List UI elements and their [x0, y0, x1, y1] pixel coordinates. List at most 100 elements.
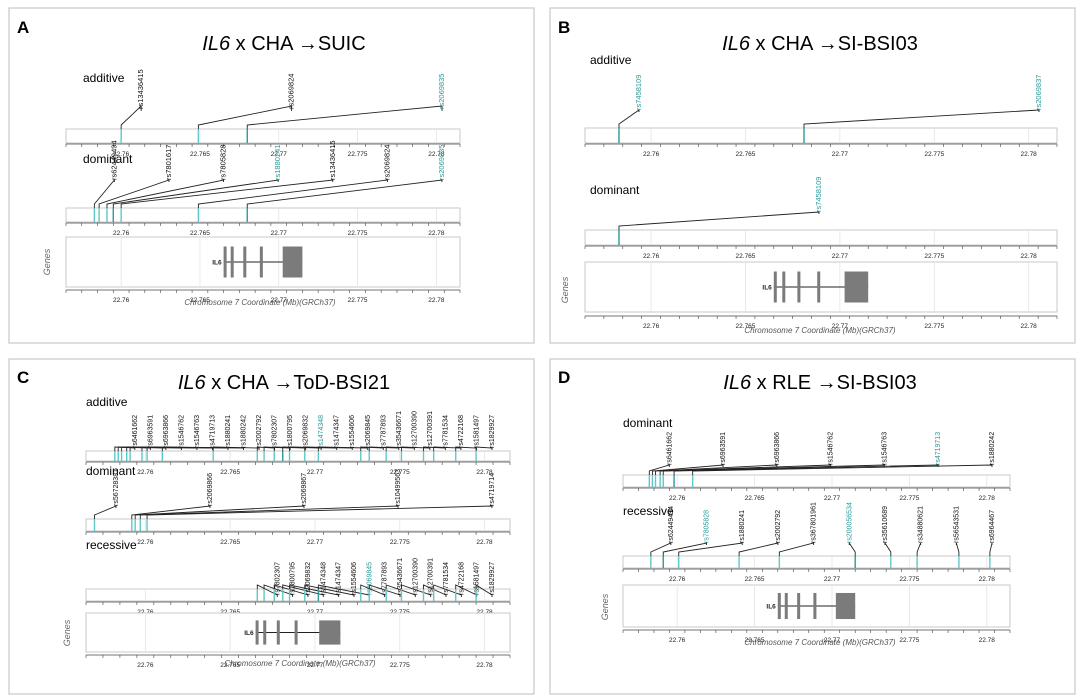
gene-exon [773, 271, 777, 303]
snp-connector [401, 584, 432, 597]
snp-label: rs1829927 [489, 415, 496, 448]
genes-tick-label: 22.78 [979, 637, 996, 644]
snp-label: rs1474348 [320, 562, 327, 595]
snp-label: rs1880242 [241, 415, 248, 448]
tick-label: 22.765 [220, 539, 240, 546]
panel-title: IL6 x CHA →SUIC [202, 33, 365, 55]
snp-label: rs1474347 [334, 415, 341, 448]
snp-connector [98, 179, 170, 208]
snp-label: rs6963866 [163, 415, 170, 448]
snp-connector [618, 211, 820, 230]
snp-label: rs6964467 [989, 510, 996, 543]
snp-label: rs4719713 [935, 432, 942, 465]
x-axis-label: Chromosome 7 Coordinate (Mb)(GRCh37) [744, 638, 896, 647]
gene-exon [844, 271, 869, 303]
title-rest: x CHA →ToD-BSI21 [206, 372, 391, 394]
snp-label: rs1474347 [336, 562, 343, 595]
snp-connector [778, 542, 815, 556]
genes-axis-label: Genes [42, 248, 52, 275]
genes-tick-label: 22.77 [271, 297, 288, 304]
tick-label: 22.765 [745, 495, 765, 502]
snp-label: rs7458109 [814, 177, 823, 212]
snp-connector [112, 179, 279, 208]
tick-label: 22.775 [899, 576, 919, 583]
snp-label: rs1474348 [318, 415, 325, 448]
snp-label: rs62449494 [668, 506, 675, 543]
tick-label: 22.78 [979, 576, 996, 583]
snp-connector [197, 105, 293, 129]
gene-exon [797, 592, 801, 620]
snp-label: rs10499563 [395, 469, 402, 506]
snp-label: rs2069824 [382, 145, 391, 180]
tick-label: 22.775 [390, 469, 410, 476]
tick-label: 22.765 [736, 151, 756, 158]
tick-label: 22.77 [824, 495, 841, 502]
snp-connector [738, 542, 779, 556]
panel-letter: B [558, 18, 570, 37]
panel-title: IL6 x CHA →ToD-BSI21 [178, 372, 390, 394]
snp-label: rs2069845 [365, 415, 372, 448]
title-gene: IL6 [722, 33, 751, 55]
tick-label: 22.77 [307, 469, 324, 476]
tick-label: 22.775 [924, 151, 944, 158]
snp-label: rs1829927 [489, 562, 496, 595]
tick-label: 22.76 [137, 609, 154, 616]
snp-connector [433, 584, 462, 597]
snp-connector [650, 542, 672, 556]
tick-label: 22.765 [736, 253, 756, 260]
snp-connector [246, 179, 443, 208]
title-rest: x RLE →SI-BSI03 [751, 372, 917, 394]
snp-label: rs1554606 [351, 562, 358, 595]
snp-connector [678, 542, 743, 556]
snp-label: rs13436415 [328, 140, 337, 180]
track-frame [65, 128, 461, 144]
genes-tick-label: 22.765 [745, 637, 765, 644]
snp-connector [120, 104, 142, 129]
snp-connector [212, 446, 260, 451]
snp-label: rs1880241 [273, 145, 282, 180]
gene-exon [817, 271, 821, 303]
track-label: recessive [86, 538, 137, 552]
genes-axis-label: Genes [62, 619, 72, 646]
snp-label: rs2002792 [256, 415, 263, 448]
genes-tick-label: 22.76 [643, 323, 660, 330]
snp-label: rs7781534 [443, 562, 450, 595]
tick-label: 22.775 [390, 609, 410, 616]
panel-letter: D [558, 368, 570, 387]
genes-tick-label: 22.76 [137, 662, 154, 669]
title-gene: IL6 [202, 33, 231, 55]
snp-label: rs4719713 [209, 415, 216, 448]
tick-label: 22.775 [348, 230, 368, 237]
panel-letter: A [17, 18, 29, 37]
track-label: additive [590, 53, 632, 67]
snp-label: rs12700391 [427, 411, 434, 448]
track-label: dominant [83, 152, 133, 166]
snp-label: rs6963591 [720, 432, 727, 465]
snp-connector [989, 542, 993, 556]
snp-label: rs2069867 [301, 473, 308, 506]
genes-tick-label: 22.78 [476, 662, 493, 669]
snp-connector [662, 542, 707, 556]
gene-exon [777, 592, 781, 620]
track-label: recessive [623, 504, 674, 518]
gene-exon [223, 246, 227, 278]
genes-tick-label: 22.775 [348, 297, 368, 304]
snp-label: rs6963866 [774, 432, 781, 465]
snp-label: rs1880242 [989, 432, 996, 465]
gene-exon [782, 271, 786, 303]
snp-connector [655, 464, 778, 475]
snp-connector [360, 584, 386, 597]
track-frame [65, 207, 461, 223]
tick-label: 22.77 [307, 609, 324, 616]
snp-connector [131, 505, 211, 519]
tick-label: 22.775 [390, 539, 410, 546]
x-axis-label: Chromosome 7 Coordinate (Mb)(GRCh37) [184, 298, 336, 307]
